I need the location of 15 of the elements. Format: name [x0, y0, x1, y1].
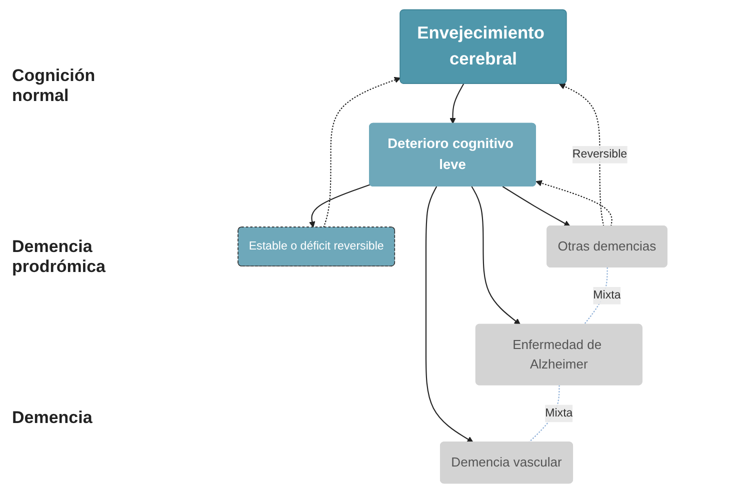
arrow [559, 84, 604, 226]
arrow [536, 180, 612, 226]
row-label: Cognición normal [12, 66, 96, 106]
row-label: Demencia [12, 408, 94, 428]
flowchart-drawing: Reversible Mixta Mixta Envejecimiento cerebral Deterioro cognitivo leve Estable o déficit reversible Otras demencias Enfermedad de Alzheimer Demencia vascular [150, 4, 755, 489]
edge-label: Mixta [545, 406, 573, 420]
edge-label: Mixta [593, 289, 621, 302]
arrow [471, 186, 521, 325]
arrow [502, 186, 570, 227]
arrow [309, 184, 370, 228]
arrow [323, 76, 401, 228]
row-label: Demencia prodrómica [12, 236, 107, 276]
edge-label: Reversible [572, 148, 628, 160]
arrow [425, 186, 474, 443]
arrow [450, 84, 464, 124]
